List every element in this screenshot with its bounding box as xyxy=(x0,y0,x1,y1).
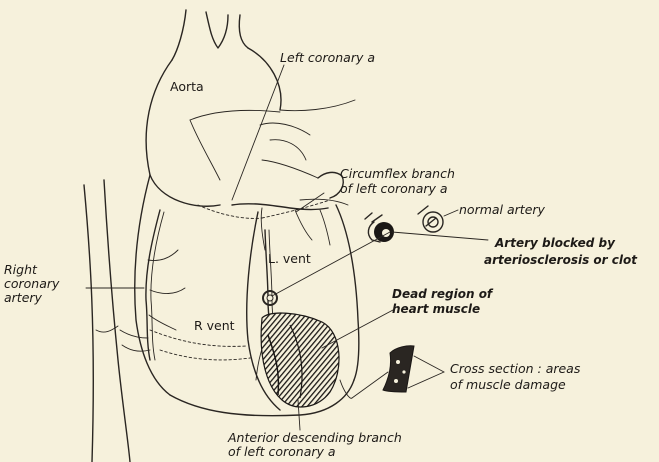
label-dead-region-1: Dead region of xyxy=(392,287,494,301)
normal-artery-icon xyxy=(418,206,443,232)
label-circumflex-2: of left coronary a xyxy=(340,181,448,196)
label-anterior-2: of left coronary a xyxy=(228,444,336,459)
label-anterior-1: Anterior descending branch xyxy=(227,430,402,445)
label-right-coronary-2: coronary xyxy=(4,276,60,291)
label-aorta: Aorta xyxy=(170,79,204,94)
label-left-coronary: Left coronary a xyxy=(280,50,375,65)
dead-region xyxy=(261,313,339,407)
label-circumflex-1: Circumflex branch xyxy=(340,166,455,181)
left-atrium xyxy=(260,123,348,205)
label-cross-section-1: Cross section : areas xyxy=(450,361,581,376)
label-r-vent: R vent xyxy=(194,318,235,333)
aorta-vessels xyxy=(146,10,355,206)
vena-cava xyxy=(84,180,130,462)
label-normal-artery: normal artery xyxy=(459,202,546,217)
circumflex-branch xyxy=(232,204,330,250)
label-right-coronary-1: Right xyxy=(4,262,38,277)
label-dead-region-2: heart muscle xyxy=(392,302,480,316)
label-blocked-2: arteriosclerosis or clot xyxy=(484,253,638,267)
label-l-vent: L. vent xyxy=(268,251,311,266)
label-cross-section-2: of muscle damage xyxy=(450,377,566,392)
right-coronary-artery xyxy=(120,210,185,360)
cross-section xyxy=(383,346,414,392)
label-right-coronary-3: artery xyxy=(4,290,43,305)
label-blocked-1: Artery blocked by xyxy=(494,236,616,250)
